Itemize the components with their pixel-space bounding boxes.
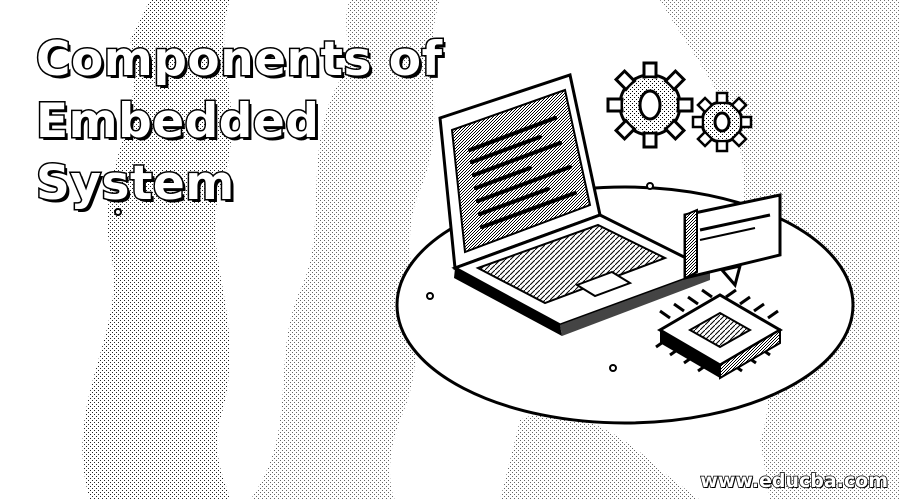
title-line-2: Embedded [34,94,320,149]
sparkle-marks [114,182,654,372]
title-line-1: Components of [35,32,444,87]
background-texture [82,0,900,500]
website-url: www.educba.com [700,469,889,493]
chat-bubble-icon [683,193,782,289]
gear-icon [606,61,694,149]
title-line-3: System [35,156,236,211]
microchip-icon [655,288,783,380]
gear-icon [691,91,753,153]
laptop-icon [438,73,714,336]
